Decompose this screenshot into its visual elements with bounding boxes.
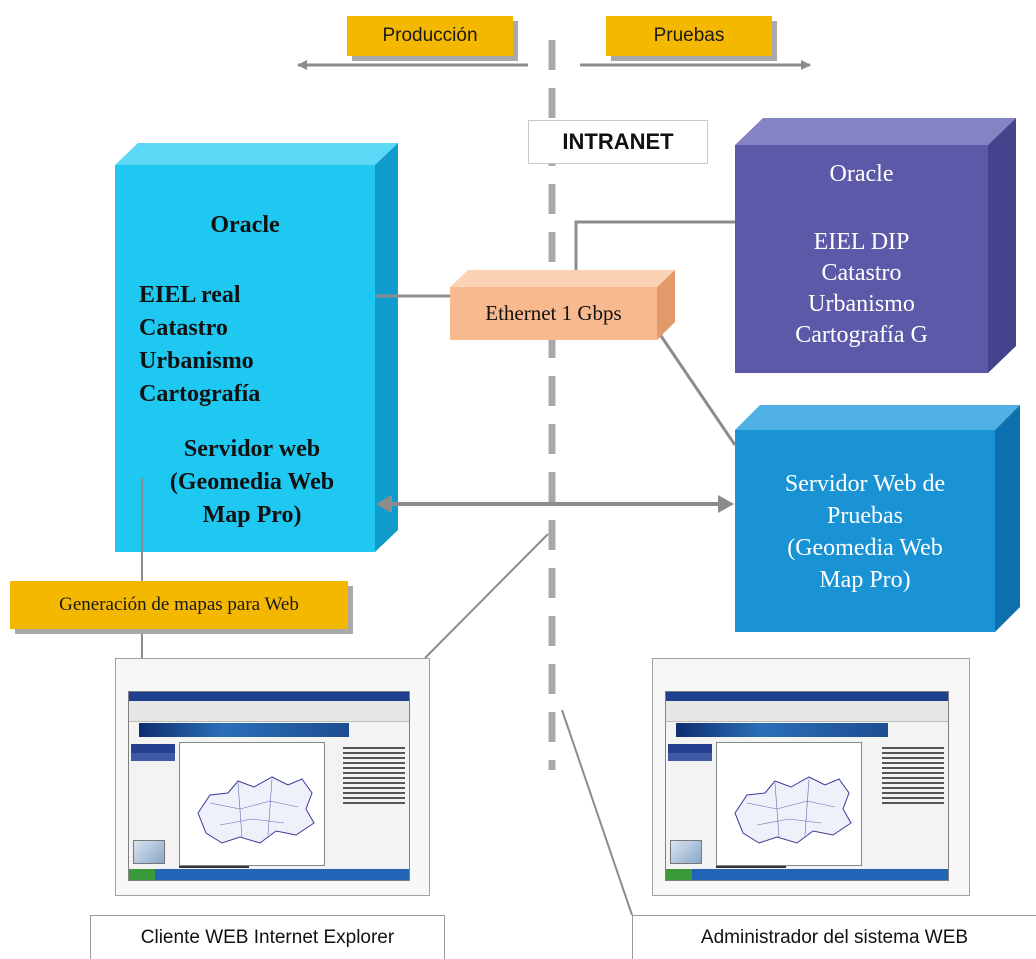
client-minimap bbox=[133, 840, 165, 864]
client-map-image bbox=[197, 776, 315, 844]
oracle-test-item: Urbanismo bbox=[808, 291, 915, 317]
admin-nav-item bbox=[668, 744, 712, 753]
client-nav-item bbox=[131, 744, 175, 753]
admin-titlebar bbox=[666, 692, 948, 701]
link-center-admin-caption bbox=[561, 709, 633, 916]
admin-caption-text: Administrador del sistema WEB bbox=[700, 926, 969, 948]
client-titlebar bbox=[129, 692, 409, 701]
oracle-test-item: Cartografía G bbox=[795, 322, 928, 348]
arrowhead-right bbox=[718, 495, 734, 513]
prod-web-server: Servidor web (Geomedia Web Map Pro) bbox=[127, 433, 377, 532]
ethernet-label: Ethernet 1 Gbps bbox=[485, 301, 622, 325]
admin-start-button bbox=[666, 869, 692, 880]
prod-server-text: Oracle EIEL real Catastro Urbanismo Cart… bbox=[115, 165, 375, 552]
admin-nav-item bbox=[668, 753, 712, 761]
oracle-test-item: Catastro bbox=[821, 260, 902, 286]
admin-monitor bbox=[652, 658, 970, 896]
client-menubar bbox=[129, 701, 409, 722]
web-test-text: Servidor Web de Pruebas (Geomedia Web Ma… bbox=[735, 430, 995, 632]
web-test-line: Servidor Web de bbox=[784, 471, 946, 497]
admin-taskbar bbox=[666, 869, 948, 880]
arrowhead-left bbox=[376, 495, 392, 513]
admin-map-frame bbox=[716, 742, 862, 866]
admin-caption: Administrador del sistema WEB bbox=[632, 915, 1036, 959]
prod-web-line: Servidor web bbox=[183, 436, 321, 462]
prod-item: EIEL real bbox=[139, 282, 241, 308]
client-monitor bbox=[115, 658, 430, 896]
prod-server-box bbox=[115, 143, 398, 552]
admin-menubar bbox=[666, 701, 948, 722]
prod-web-line: (Geomedia Web bbox=[169, 469, 335, 495]
generacion-tag: Generación de mapas para Web bbox=[10, 581, 348, 629]
pruebas-tag: Pruebas bbox=[606, 16, 772, 56]
client-taskbar bbox=[129, 869, 409, 880]
client-scale-bar bbox=[179, 866, 249, 868]
ethernet-box bbox=[450, 270, 675, 340]
admin-scale-bar bbox=[716, 866, 786, 868]
web-test-box bbox=[735, 405, 1020, 632]
oracle-test-box bbox=[735, 118, 1016, 373]
prod-oracle-title: Oracle bbox=[210, 212, 280, 238]
web-test-lines: Servidor Web de Pruebas (Geomedia Web Ma… bbox=[735, 468, 995, 596]
admin-minimap bbox=[670, 840, 702, 864]
admin-map-image bbox=[734, 776, 852, 844]
generacion-label: Generación de mapas para Web bbox=[59, 594, 299, 615]
admin-banner bbox=[676, 723, 888, 737]
client-nav-item bbox=[131, 753, 175, 761]
ethernet-label-box: Ethernet 1 Gbps bbox=[450, 287, 657, 340]
client-banner bbox=[139, 723, 349, 737]
prod-web-line: Map Pro) bbox=[202, 502, 302, 528]
produccion-label: Producción bbox=[382, 25, 478, 46]
link-ethernet-web-test bbox=[655, 329, 737, 446]
admin-screen bbox=[665, 691, 949, 881]
web-test-line: Map Pro) bbox=[819, 567, 911, 593]
oracle-test-items: EIEL DIP Catastro Urbanismo Cartografía … bbox=[735, 227, 988, 351]
prod-oracle-items: EIEL real Catastro Urbanismo Cartografía bbox=[139, 279, 260, 411]
web-test-line: (Geomedia Web bbox=[787, 535, 943, 561]
oracle-test-text: Oracle EIEL DIP Catastro Urbanismo Carto… bbox=[735, 145, 988, 373]
client-screen bbox=[128, 691, 410, 881]
intranet-label: INTRANET bbox=[562, 129, 674, 154]
web-test-line: Pruebas bbox=[827, 503, 903, 529]
prod-item: Cartografía bbox=[139, 381, 261, 407]
client-start-button bbox=[129, 869, 155, 880]
prod-item: Urbanismo bbox=[139, 348, 254, 374]
prod-item: Catastro bbox=[139, 315, 228, 341]
client-caption-text: Cliente WEB Internet Explorer bbox=[140, 926, 395, 948]
admin-legend bbox=[882, 744, 944, 854]
link-center-client-monitor bbox=[424, 533, 549, 659]
client-legend bbox=[343, 744, 405, 854]
produccion-tag: Producción bbox=[347, 16, 513, 56]
link-ethernet-oracle-test bbox=[574, 220, 735, 272]
client-map-frame bbox=[179, 742, 325, 866]
intranet-label-box: INTRANET bbox=[528, 120, 708, 164]
oracle-test-item: EIEL DIP bbox=[813, 229, 910, 255]
oracle-test-title: Oracle bbox=[829, 161, 894, 187]
client-caption: Cliente WEB Internet Explorer bbox=[90, 915, 445, 959]
pruebas-label: Pruebas bbox=[653, 25, 725, 46]
